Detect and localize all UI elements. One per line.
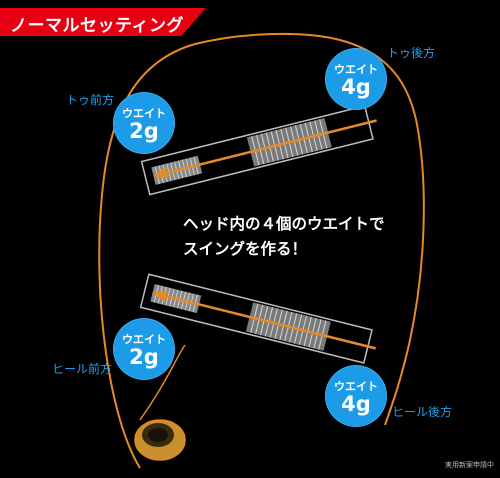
badge-heel-rear-value: 4g	[341, 392, 371, 416]
center-caption-line-1: ヘッド内の４個のウエイトで	[183, 215, 385, 233]
label-heel-front: ヒール前方	[52, 362, 113, 376]
label-toe-rear: トゥ後方	[387, 46, 436, 60]
patent-footnote: 実用新案申請中	[445, 461, 494, 469]
center-caption-line-2: スイングを作る！	[183, 240, 308, 258]
banner-background	[0, 8, 206, 36]
badge-heel-rear: ウエイト 4g	[325, 365, 387, 427]
badge-toe-front-value: 2g	[129, 119, 159, 143]
hosel	[134, 419, 186, 461]
badge-heel-front-label: ウエイト	[122, 333, 166, 346]
badge-heel-front-value: 2g	[129, 345, 159, 369]
badge-toe-rear-label: ウエイト	[334, 63, 378, 76]
hosel-line	[139, 344, 186, 421]
badge-heel-front: ウエイト 2g	[113, 318, 175, 380]
club-head-outline	[98, 32, 425, 469]
label-heel-rear: ヒール後方	[392, 405, 453, 419]
label-toe-front: トゥ前方	[66, 93, 115, 107]
badge-heel-rear-label: ウエイト	[334, 380, 378, 393]
upper-weight-port	[140, 105, 377, 196]
lower-weight-port	[139, 273, 376, 364]
badge-toe-front-label: ウエイト	[122, 107, 166, 120]
badge-toe-rear: ウエイト 4g	[325, 48, 387, 110]
center-caption: ヘッド内の４個のウエイトで スイングを作る！	[183, 212, 385, 262]
banner-title: ノーマルセッティング	[10, 16, 184, 36]
badge-toe-front: ウエイト 2g	[113, 92, 175, 154]
title-banner: ノーマルセッティング	[0, 8, 206, 36]
badge-toe-rear-value: 4g	[341, 75, 371, 99]
